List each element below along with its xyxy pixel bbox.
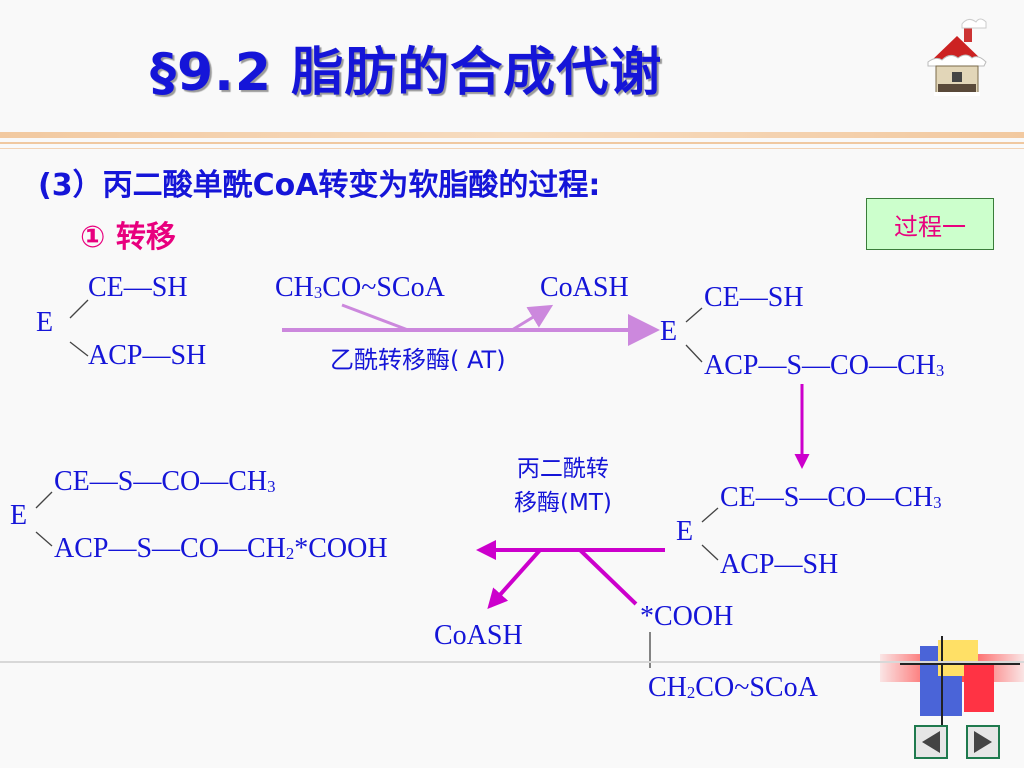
header-decoration (0, 132, 1024, 149)
r1-left-acp-sh: ACP—SH (88, 340, 207, 371)
branch-line (35, 491, 53, 509)
product-arrow (487, 548, 542, 609)
r2-right-acp-sh: ACP—SH (720, 549, 839, 580)
r1-left-enzyme: E (36, 307, 54, 338)
r2-product-coash: CoASH (434, 620, 523, 651)
r1-right-acetyl-acp: ACP—S—CO—CH3 (704, 350, 945, 381)
branch-line (701, 507, 719, 523)
slide-title: §9.2 脂肪的合成代谢 (150, 43, 663, 103)
branch-line (35, 531, 53, 547)
branch-line (69, 299, 89, 319)
r2-right-acetyl-ce: CE—S—CO—CH3 (720, 482, 942, 513)
prev-slide-button[interactable] (914, 725, 948, 759)
product-arrow (511, 304, 554, 332)
r1-enzyme-name: 乙酰转移酶( AT) (330, 346, 506, 374)
substrate-arrow (578, 548, 638, 606)
r1-right-enzyme: E (660, 316, 678, 347)
r2-left-malonyl-acp: ACP—S—CO—CH2*COOH (54, 533, 388, 564)
next-slide-button[interactable] (966, 725, 1000, 759)
r1-right-ce-sh: CE—SH (704, 282, 804, 313)
r1-substrate: CH3CO~SCoA (275, 272, 445, 303)
branch-line (69, 341, 89, 357)
process-badge: 过程一 (866, 198, 994, 250)
r2-left-acetyl-ce: CE—S—CO—CH3 (54, 466, 276, 497)
branch-line (685, 307, 703, 323)
triangle-right-icon (974, 731, 992, 753)
r2-enzyme-name: 丙二酰转 移酶(MT) (514, 456, 612, 516)
step-label: ① 转移 (80, 220, 176, 255)
triangle-left-icon (922, 731, 940, 753)
r2-substrate-malonyl: CH2CO~SCoA (648, 672, 818, 703)
corner-decoration (880, 636, 1024, 728)
r1-product-coash: CoASH (540, 272, 629, 303)
r2-left-enzyme: E (10, 500, 28, 531)
footer-rule (0, 661, 1024, 663)
substrate-arrow (341, 303, 409, 332)
r1-left-ce-sh: CE—SH (88, 272, 188, 303)
r2-right-enzyme: E (676, 516, 694, 547)
branch-line (685, 344, 703, 363)
branch-line (701, 544, 719, 561)
house-icon[interactable] (926, 18, 988, 100)
section-heading: (3）丙二酸单酰CoA转变为软脂酸的过程: (38, 168, 601, 203)
r2-substrate-cooh: *COOH (640, 601, 734, 632)
